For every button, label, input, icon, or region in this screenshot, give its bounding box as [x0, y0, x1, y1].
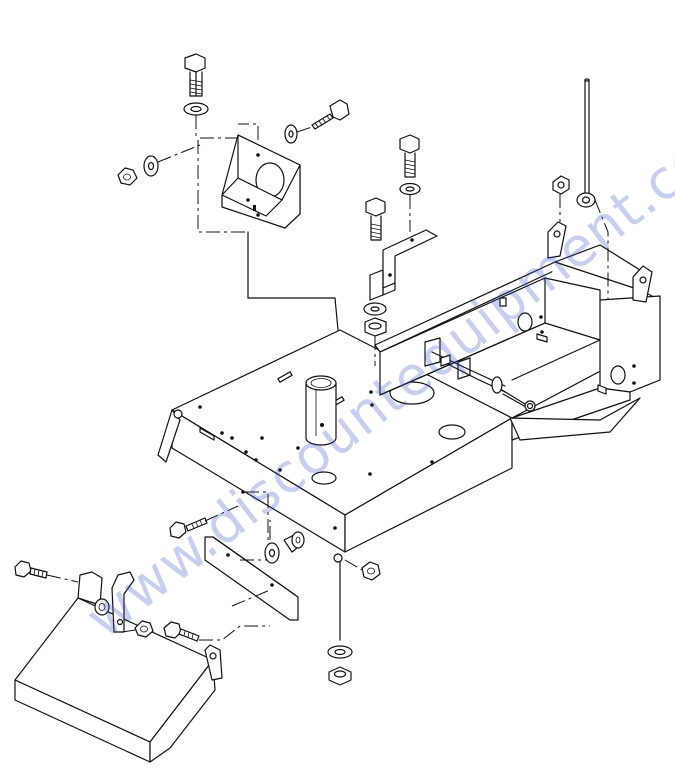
steering-bracket: [369, 229, 438, 301]
bolt-front-left: [169, 505, 239, 539]
spacer-group: [245, 491, 305, 564]
main-deck: [157, 329, 513, 563]
bolt-stack-center-1: [365, 197, 386, 241]
bolt-stack-center-2: [399, 134, 421, 232]
foot-rest: [14, 571, 223, 763]
cross-linkage: [424, 337, 536, 412]
washer-nut-center: [363, 302, 387, 366]
nut-right: [344, 559, 381, 581]
bolt-foot-right: [121, 620, 270, 642]
bolt-stack-top-left: [183, 53, 209, 138]
engine-mount-bracket: [197, 123, 301, 233]
bolt-foot-left: [14, 560, 79, 583]
nut-washer-left: [117, 144, 201, 186]
bolt-bracket-right: [284, 99, 350, 144]
leader-line: [247, 231, 339, 331]
vertical-rod: [552, 78, 609, 300]
steering-tube: [305, 375, 337, 446]
rear-frame: [374, 221, 661, 441]
bolt-stack-bottom: [327, 561, 353, 686]
